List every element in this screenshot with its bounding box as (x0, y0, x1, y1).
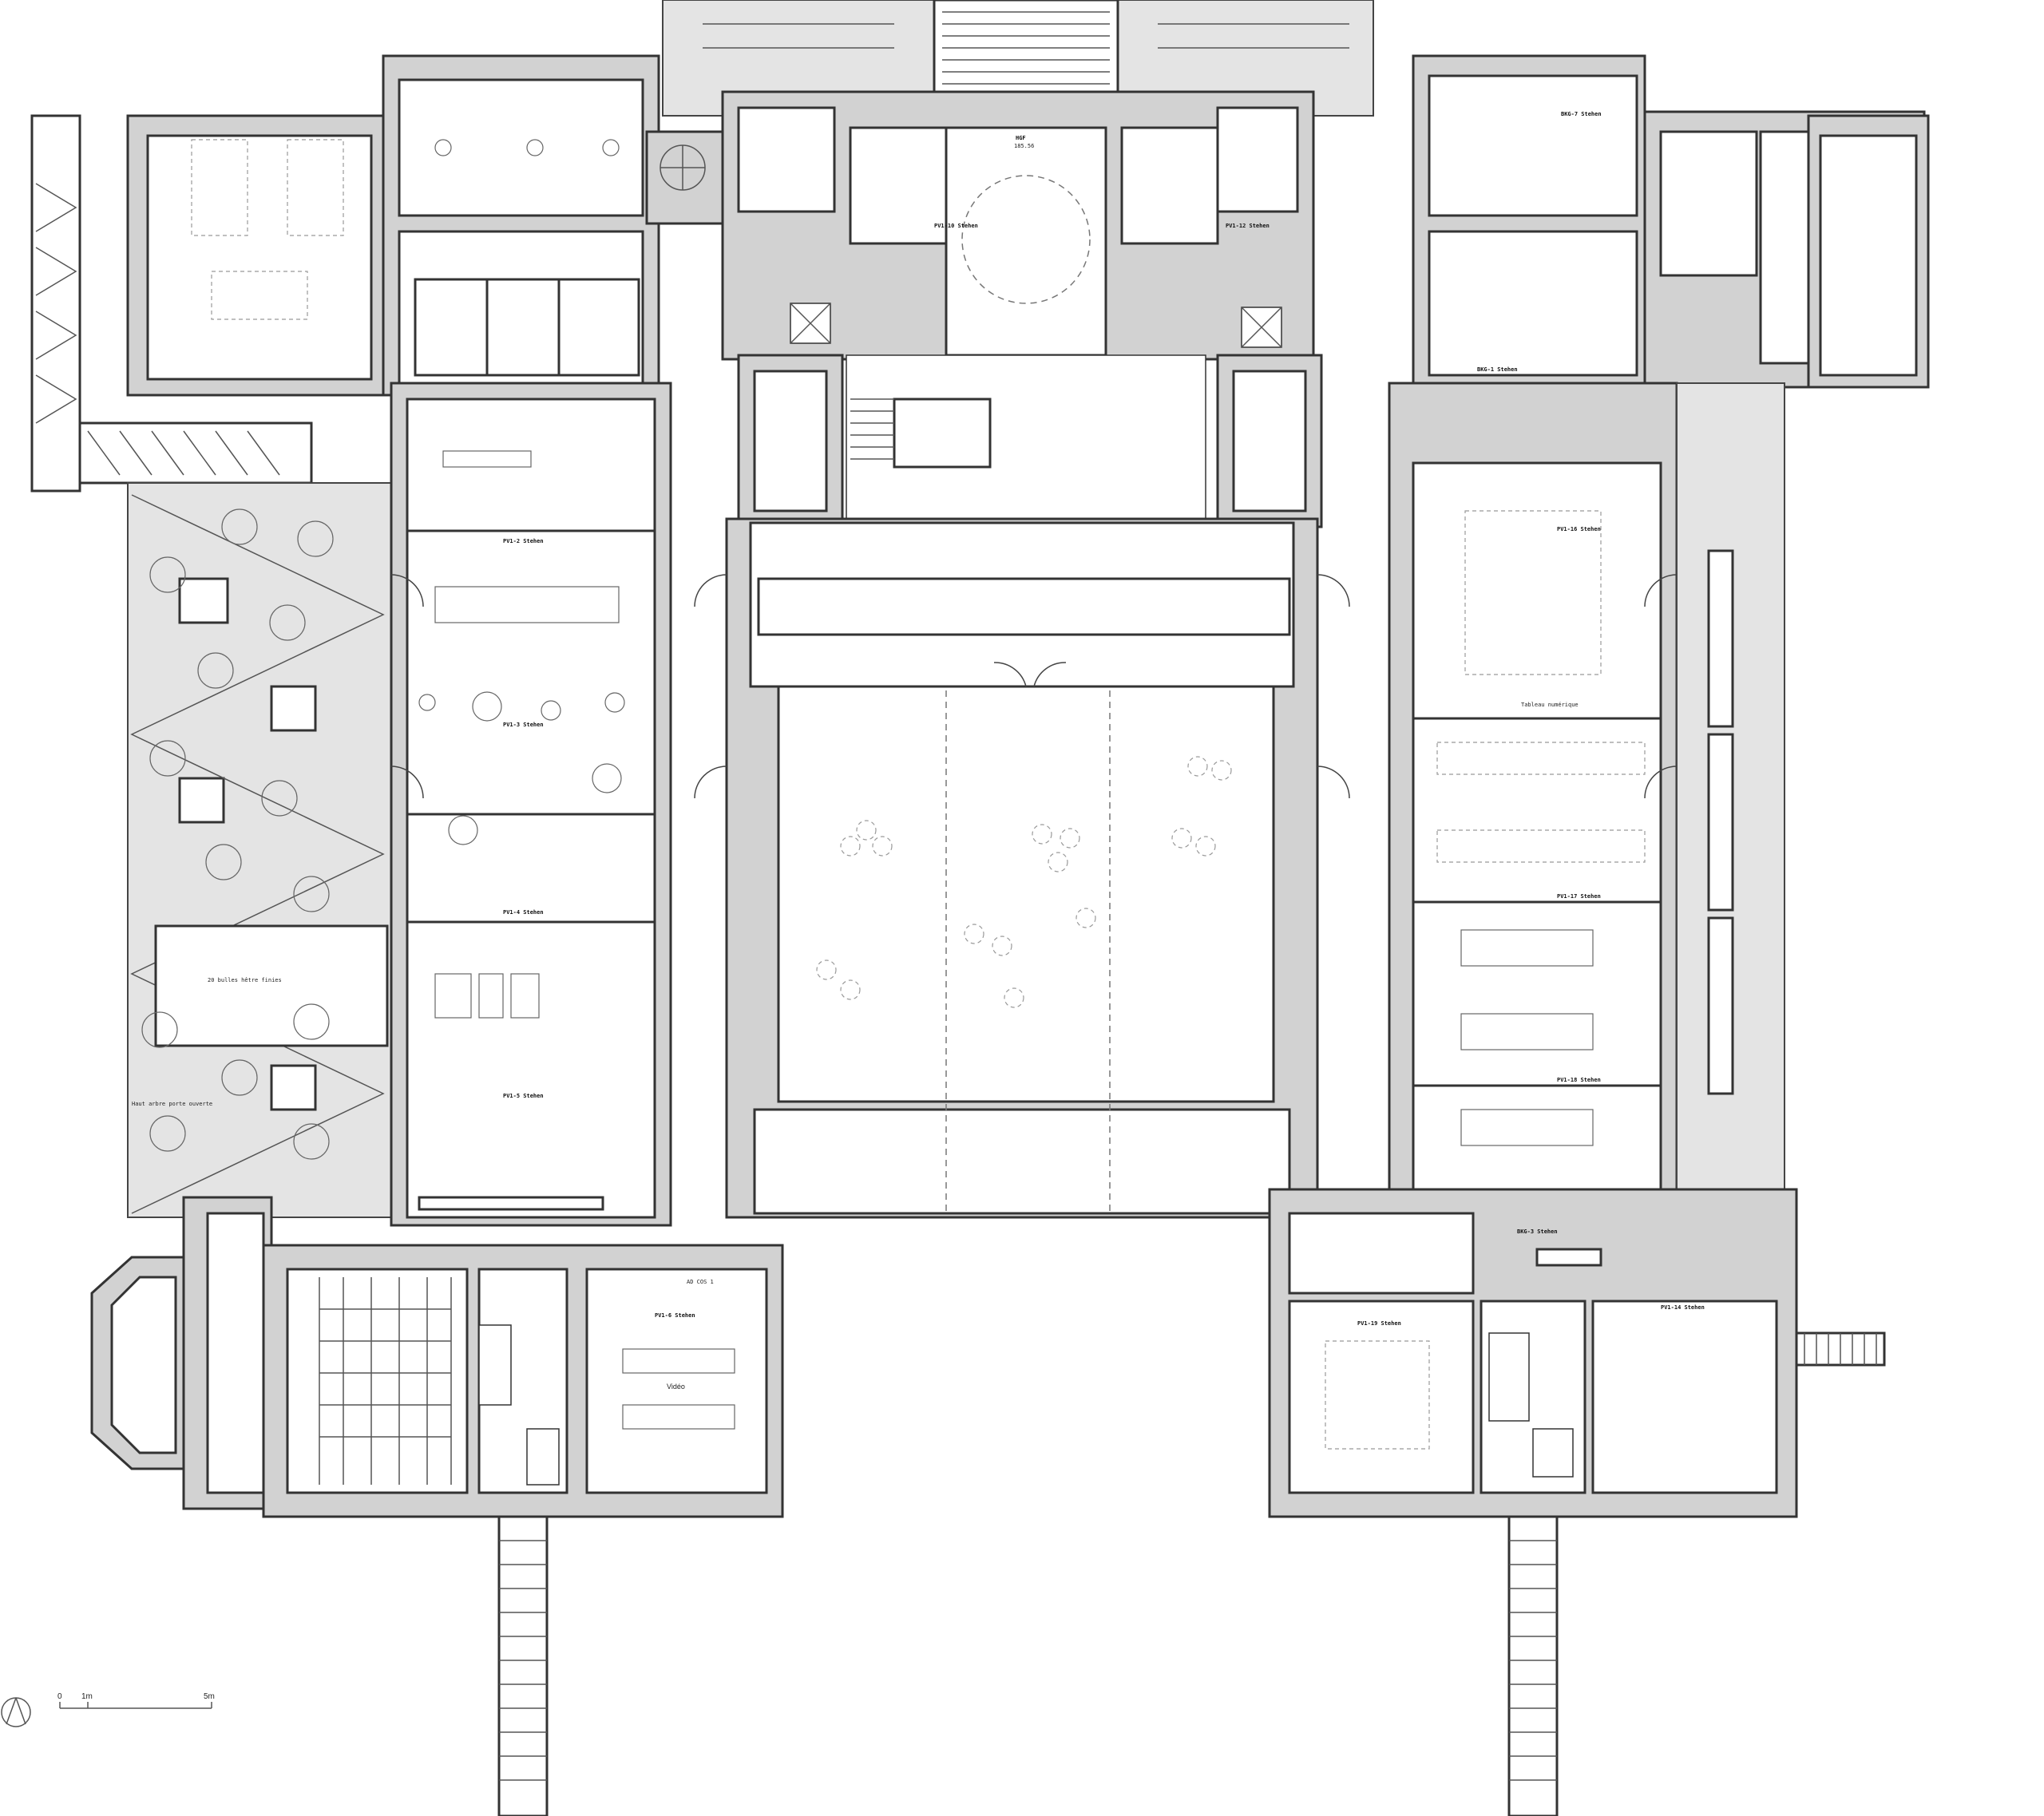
south-west-wing: PV1-6 Stehen Vidéo AD COS 1 (90, 1196, 784, 1518)
scale-bar-icon: 0 1m 5m (57, 1692, 215, 1709)
terrace-note-2: Haut arbre porte ouverte (132, 1101, 212, 1107)
room-pv1-6: PV1-6 Stehen (655, 1312, 695, 1319)
room-bkg-3: BKG-3 Stehen (1517, 1228, 1558, 1235)
door-swings (390, 574, 1678, 799)
room-bkg-7: BKG-7 Stehen (1561, 111, 1602, 117)
room-pv1-2: PV1-2 Stehen (503, 538, 544, 544)
room-pv1-19: PV1-19 Stehen (1357, 1320, 1401, 1327)
tableau-label: Tableau numérique (1521, 702, 1579, 708)
south-west-walkway (497, 1515, 549, 1816)
central-service-core (737, 303, 1323, 528)
west-terrace: 20 bulles hêtre finies Haut arbre porte … (127, 482, 392, 1218)
north-west-wing (126, 54, 728, 397)
room-pv1-16: PV1-16 Stehen (1557, 526, 1601, 532)
hall-ref: HGF (1016, 135, 1026, 141)
room-pv1-14: PV1-14 Stehen (1661, 1304, 1705, 1311)
ad-cos-label: AD COS 1 (687, 1279, 714, 1285)
scale-one: 1m (81, 1692, 93, 1701)
scale-zero: 0 (57, 1692, 62, 1701)
west-wing: PV1-2 Stehen PV1-3 Stehen PV1-4 Stehen P… (390, 382, 672, 1227)
room-pv1-3: PV1-3 Stehen (503, 722, 544, 728)
room-bkg-1: BKG-1 Stehen (1477, 366, 1518, 373)
south-east-walkway (1507, 1331, 1886, 1816)
scale-five: 5m (204, 1692, 215, 1701)
room-pv1-17: PV1-17 Stehen (1557, 893, 1601, 900)
west-ramp (30, 114, 313, 493)
east-terrace (1676, 382, 1785, 1214)
room-pv1-4: PV1-4 Stehen (503, 909, 544, 916)
terrace-note: 20 bulles hêtre finies (208, 977, 282, 983)
north-arrow-icon (1, 1697, 31, 1727)
east-wing: PV1-16 Stehen Tableau numérique PV1-17 S… (1388, 382, 1678, 1219)
central-north-wing: HGF 185.56 PV1-10 Stehen PV1-12 Stehen (721, 90, 1315, 361)
room-pv1-10: PV1-10 Stehen (934, 223, 978, 229)
south-east-wing: PV1-19 Stehen PV1-14 Stehen BKG-3 Stehen (1268, 1188, 1798, 1518)
video-label: Vidéo (667, 1383, 685, 1391)
north-east-wing: BKG-1 Stehen BKG-7 Stehen (1412, 54, 1930, 393)
room-pv1-18: PV1-18 Stehen (1557, 1077, 1601, 1083)
room-pv1-5: PV1-5 Stehen (503, 1093, 544, 1099)
hall-area: 185.56 (1014, 143, 1034, 149)
central-hall (725, 517, 1319, 1219)
room-pv1-12: PV1-12 Stehen (1226, 223, 1270, 229)
